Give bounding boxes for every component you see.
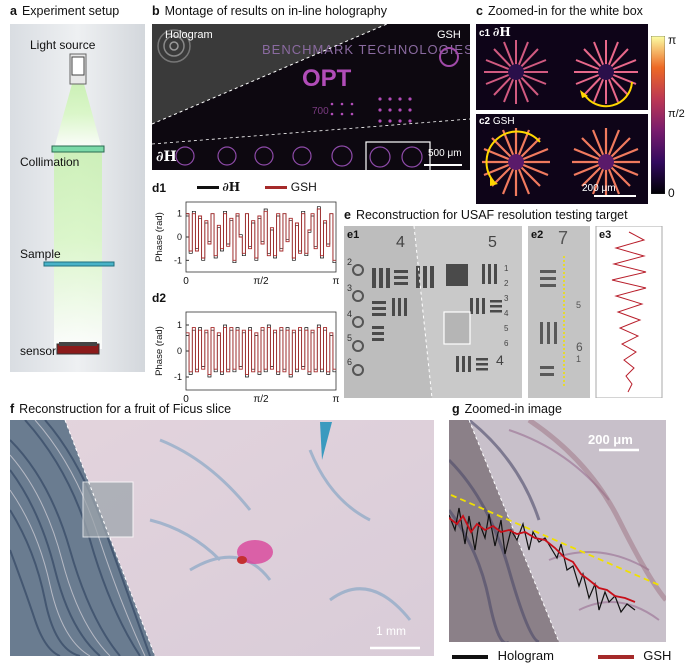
colorbar [651, 36, 665, 194]
label-d1: d1 [152, 181, 167, 195]
chip-text-top: BENCHMARK TECHNOLOGIES [262, 42, 470, 57]
collimation-lens [51, 145, 105, 153]
x-tick-label: π/2 [253, 394, 269, 405]
label-hologram: Hologram [165, 29, 213, 41]
legend-hologram-swatch [452, 654, 488, 659]
chart-d1: -1 0 1 0 π/2 π Phase (rad) [154, 201, 340, 287]
scale-bar-g: 200 μm [588, 432, 633, 447]
usaf-number-4: 4 [504, 309, 509, 318]
usaf-number-4-top: 4 [396, 234, 405, 251]
usaf-left-6: 6 [347, 357, 353, 367]
chip-text-sub: 700 [312, 106, 329, 117]
x-tick-label: π [333, 394, 340, 405]
series-line [186, 208, 336, 261]
x-tick-label: π [333, 276, 340, 287]
legend-g: Hologram GSH [452, 648, 671, 663]
legend-d: ∂H GSH [197, 180, 317, 194]
y-tick-label: -1 [174, 255, 182, 265]
usaf-number-5-top: 5 [488, 234, 497, 251]
series-line [186, 327, 336, 375]
ficus-slice-image [10, 420, 434, 656]
usaf-number-6: 6 [504, 339, 509, 348]
e2-number-5: 5 [576, 300, 582, 310]
label-dh: ∂H [156, 149, 177, 165]
label-sample: Sample [20, 247, 61, 261]
label-e2: e2 [531, 229, 544, 241]
label-e1: e1 [347, 229, 360, 241]
white-box [365, 141, 431, 170]
usaf-left-3: 3 [347, 283, 353, 293]
y-tick-label: 1 [177, 209, 182, 219]
zoomed-white-box-images [476, 24, 648, 204]
usaf-left-4: 4 [347, 309, 353, 319]
label-light-source: Light source [30, 38, 96, 52]
light-source-icon [69, 53, 87, 85]
montage-image: BENCHMARK TECHNOLOGIES OPT 700 [152, 24, 470, 170]
colorbar-tick-pi: π [668, 33, 677, 47]
usaf-number-2: 2 [504, 279, 509, 288]
e2-number-7: 7 [558, 228, 569, 248]
usaf-left-5: 5 [347, 333, 353, 343]
e2-number-6: 6 [576, 340, 583, 354]
label-c2: c2 GSH [479, 116, 515, 127]
usaf-zoom-box [443, 311, 471, 345]
sample-slide [43, 261, 115, 267]
legend-gsh-swatch-g [597, 654, 634, 659]
label-e3: e3 [599, 229, 612, 241]
scale-bar-f: 1 mm [376, 624, 406, 638]
label-d2: d2 [152, 291, 167, 305]
label-collimation: Collimation [20, 155, 80, 169]
label-sensor: sensor [20, 344, 57, 358]
y-axis-label: Phase (rad) [154, 326, 165, 376]
usaf-number-3: 3 [504, 294, 509, 303]
scale-bar-c: 200 μm [582, 183, 616, 194]
colorbar-tick-zero: 0 [668, 186, 675, 200]
chip-text-big: OPT [302, 65, 352, 92]
colorbar-tick-pi-half: π/2 [668, 108, 685, 120]
y-axis-label: Phase (rad) [154, 212, 165, 262]
label-gsh: GSH [437, 29, 461, 41]
e2-number-1: 1 [576, 354, 582, 364]
label-c1: c1 ∂H [479, 25, 511, 39]
y-tick-label: 0 [177, 232, 182, 242]
experiment-setup-illustration [10, 24, 145, 372]
scale-bar-b: 500 μm [428, 148, 462, 159]
x-tick-label: π/2 [253, 276, 269, 287]
y-tick-label: 0 [177, 346, 182, 356]
y-tick-label: -1 [174, 372, 182, 382]
usaf-images [344, 226, 663, 398]
chart-d2: -1 0 1 0 π/2 π Phase (rad) [154, 311, 340, 405]
x-tick-label: 0 [183, 276, 189, 287]
usaf-number-5: 5 [504, 324, 509, 333]
usaf-number-4-bottom: 4 [496, 352, 504, 368]
legend-dh-swatch [197, 186, 219, 190]
usaf-left-2: 2 [347, 257, 353, 267]
y-tick-label: 1 [177, 320, 182, 330]
legend-gsh-swatch [265, 186, 288, 190]
usaf-number-1: 1 [504, 264, 509, 273]
zoomed-image-g [449, 420, 666, 642]
x-tick-label: 0 [183, 394, 189, 405]
